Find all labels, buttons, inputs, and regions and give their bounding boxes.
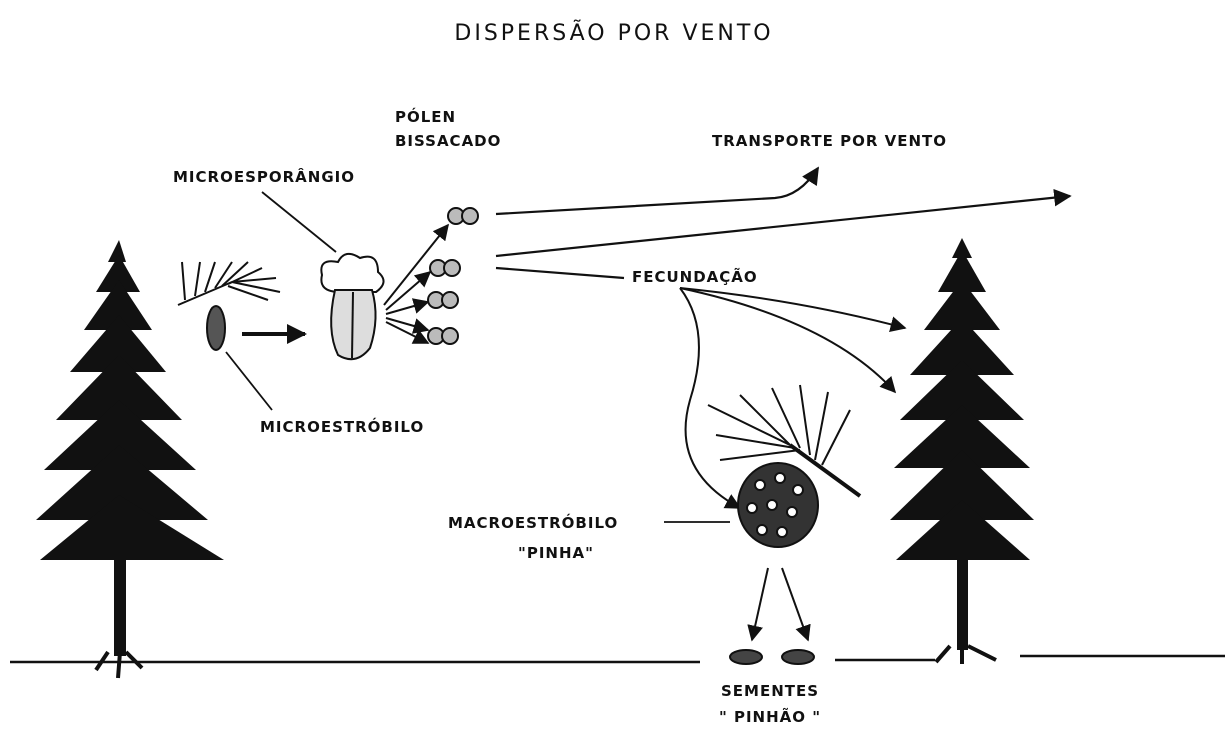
macrostrobilus-cone — [707, 384, 862, 548]
seeds — [729, 649, 815, 665]
pollen-grain — [447, 207, 479, 225]
fertilization-arrows — [679, 287, 907, 509]
label-pinha: "PINHA" — [518, 544, 594, 562]
microsporangium — [320, 252, 385, 361]
label-polen: PÓLEN — [395, 107, 456, 126]
label-microestrobilo: MICROESTRÓBILO — [260, 417, 424, 436]
diagram-title: DISPERSÃO POR VENTO — [454, 19, 773, 46]
seed-arrows — [747, 567, 811, 642]
wind-transport-arrows — [495, 166, 1072, 280]
pollen-arrows — [383, 223, 449, 344]
label-fecundacao: FECUNDAÇÃO — [632, 267, 758, 286]
ground-line — [10, 654, 1225, 664]
label-pinhao: " PINHÃO " — [719, 707, 821, 726]
label-sementes: SEMENTES — [721, 682, 819, 700]
leader-lines — [225, 191, 730, 523]
left-pine-tree — [36, 240, 224, 679]
pollen-grain — [427, 291, 459, 309]
label-bissacado: BISSACADO — [395, 132, 501, 150]
pollen-grains — [427, 207, 479, 345]
microstrobilus-branch — [177, 261, 281, 351]
label-macroestrobilo: MACROESTRÓBILO — [448, 513, 618, 532]
label-transporte-por-vento: TRANSPORTE POR VENTO — [712, 132, 947, 150]
pollen-grain — [427, 327, 459, 345]
seed — [729, 649, 763, 665]
right-pine-tree — [890, 238, 1034, 664]
seed — [781, 649, 815, 665]
pollen-grain — [429, 259, 461, 277]
label-microsporangio: MICROESPORÂNGIO — [173, 167, 355, 186]
